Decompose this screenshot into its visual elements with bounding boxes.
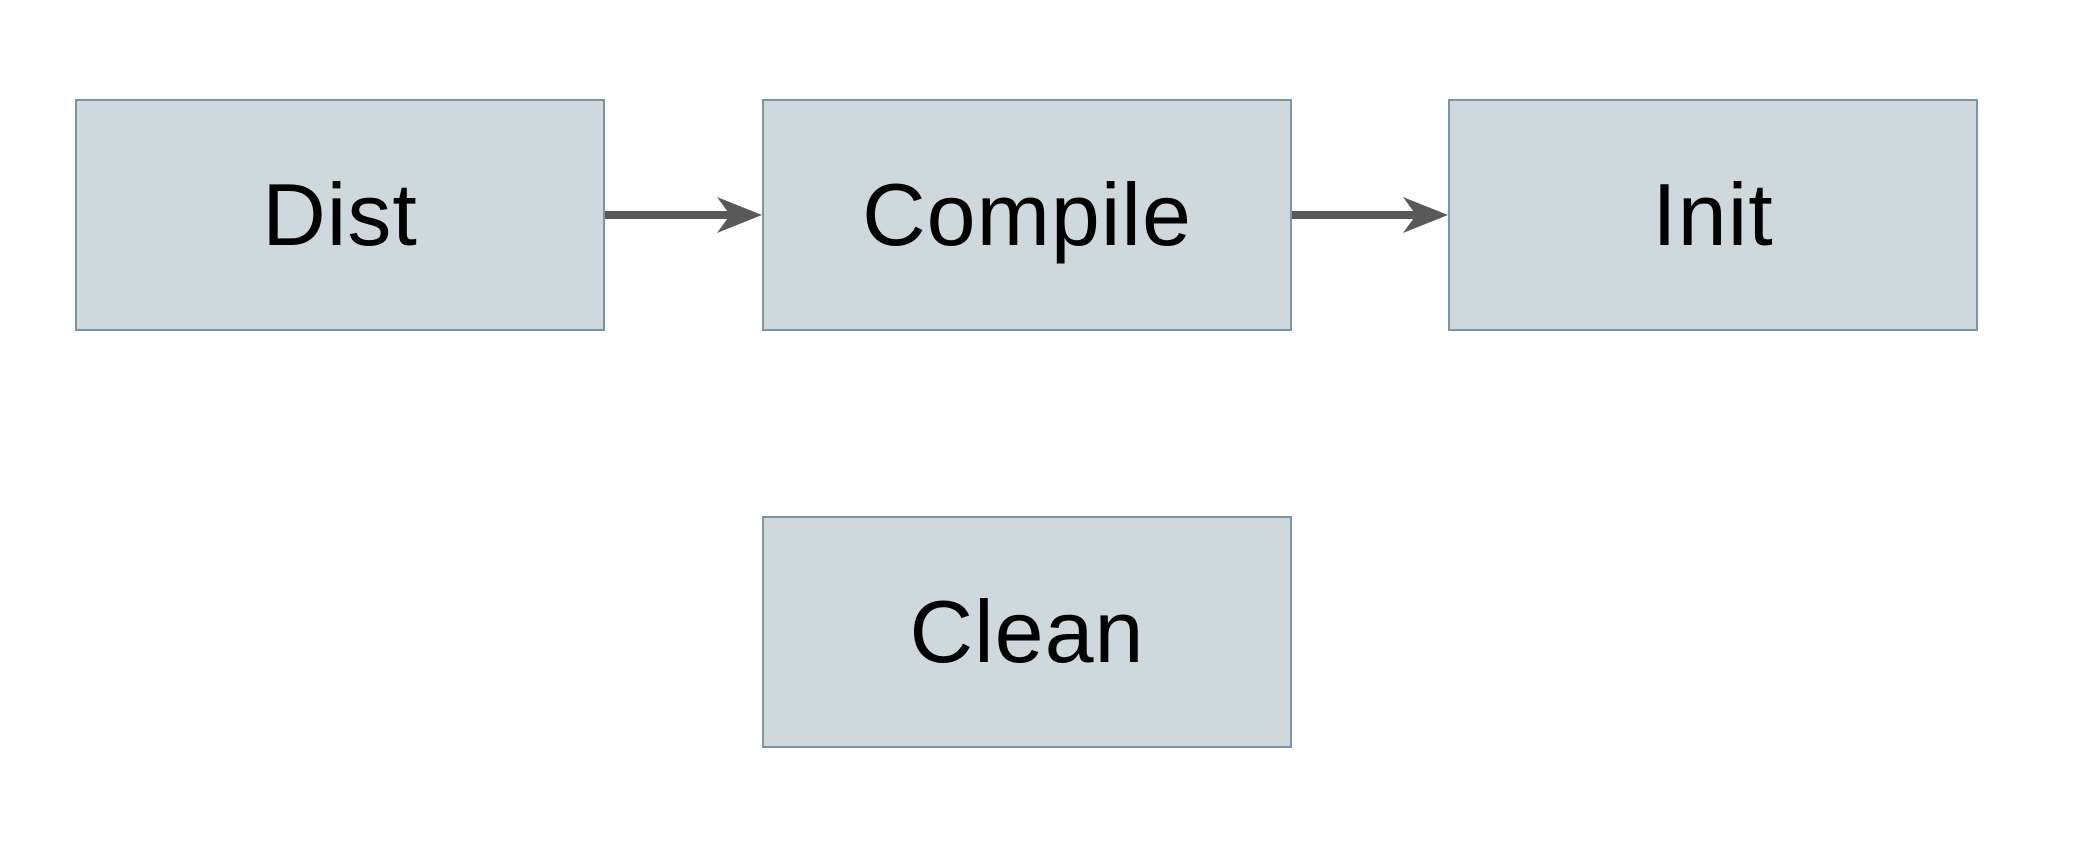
edge-compile-to-init — [1292, 197, 1448, 233]
node-compile[interactable]: Compile — [762, 99, 1292, 331]
node-clean-label: Clean — [909, 582, 1145, 681]
node-init-label: Init — [1652, 165, 1774, 264]
node-init[interactable]: Init — [1448, 99, 1978, 331]
node-dist-label: Dist — [262, 165, 418, 264]
node-clean[interactable]: Clean — [762, 516, 1292, 748]
edge-dist-to-compile-arrowhead-icon — [717, 197, 762, 233]
edge-dist-to-compile — [605, 197, 762, 233]
edge-compile-to-init-arrowhead-icon — [1403, 197, 1448, 233]
node-dist[interactable]: Dist — [75, 99, 605, 331]
node-compile-label: Compile — [862, 165, 1192, 264]
